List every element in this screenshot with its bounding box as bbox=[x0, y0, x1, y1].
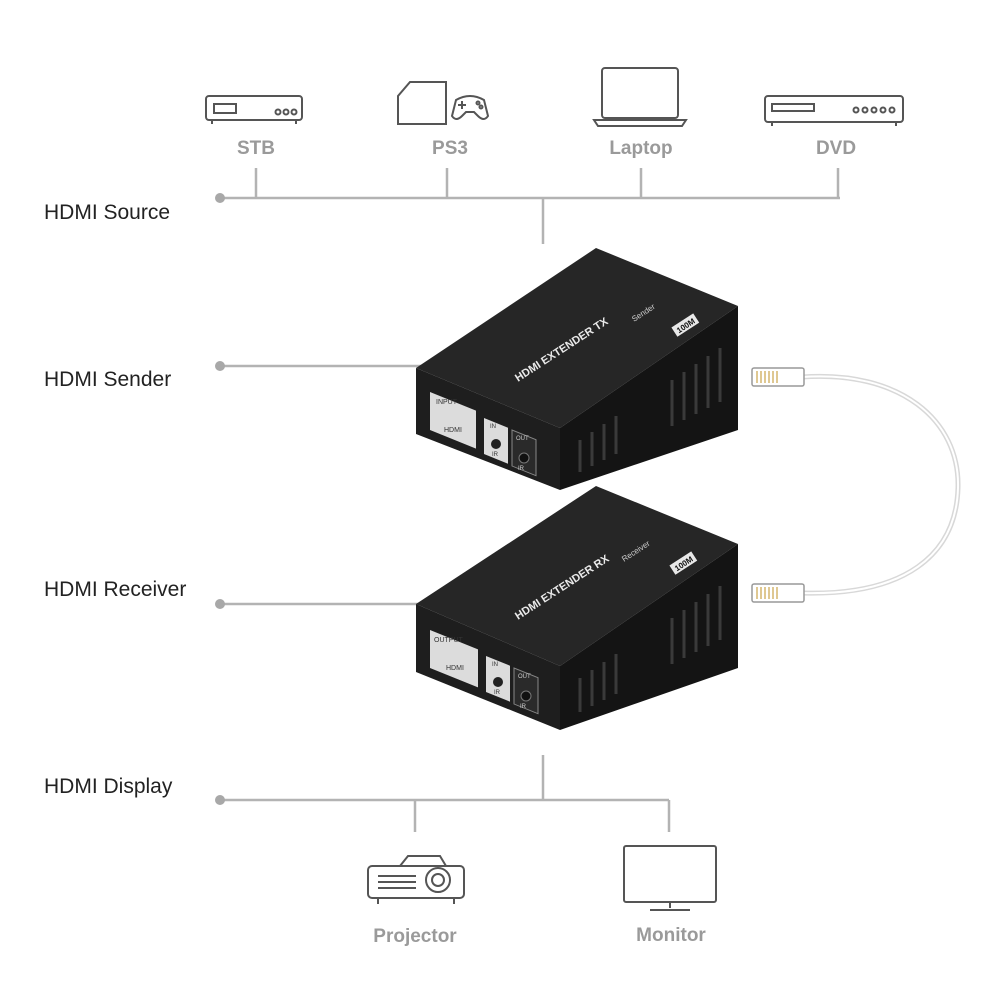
row-label-receiver: HDMI Receiver bbox=[44, 578, 187, 601]
sender-ir-in-top: IN bbox=[490, 424, 496, 430]
display-label-monitor: Monitor bbox=[636, 925, 706, 946]
display-label-projector: Projector bbox=[373, 926, 457, 947]
game-console-icon bbox=[397, 81, 490, 125]
dvd-player-icon bbox=[764, 95, 904, 126]
sender-port-top: INPUT bbox=[436, 399, 458, 406]
ethernet-cable-icon bbox=[751, 367, 961, 603]
receiver-port-top: OUTPUT bbox=[434, 637, 464, 644]
receiver-ir-in-bottom: IR bbox=[494, 690, 501, 696]
sender-ir-in-bottom: IR bbox=[492, 452, 499, 458]
row-label-sender: HDMI Sender bbox=[44, 368, 172, 391]
sender-ir-out-top: OUT bbox=[516, 436, 529, 442]
set-top-box-icon bbox=[205, 95, 303, 124]
sender-device: HDMI EXTENDER TX Sender 100M INPUT HDMI … bbox=[416, 248, 738, 490]
receiver-ir-out-bottom: IR bbox=[520, 704, 527, 710]
laptop-icon bbox=[592, 67, 688, 127]
receiver-ir-in-top: IN bbox=[492, 662, 498, 668]
receiver-port-bottom: HDMI bbox=[446, 665, 464, 672]
source-label-dvd: DVD bbox=[815, 138, 857, 159]
row-label-source: HDMI Source bbox=[44, 201, 171, 224]
source-label-stb: STB bbox=[237, 138, 275, 159]
source-label-laptop: Laptop bbox=[609, 138, 673, 159]
receiver-ir-out-top: OUT bbox=[518, 674, 531, 680]
projector-icon bbox=[367, 855, 465, 904]
sender-ir-out-bottom: IR bbox=[518, 466, 525, 472]
monitor-icon bbox=[623, 845, 717, 911]
receiver-device: HDMI EXTENDER RX Receiver 100M OUTPUT HD… bbox=[416, 486, 738, 730]
source-label-ps3: PS3 bbox=[432, 138, 468, 159]
row-label-display: HDMI Display bbox=[44, 775, 173, 798]
sender-port-bottom: HDMI bbox=[444, 427, 462, 434]
